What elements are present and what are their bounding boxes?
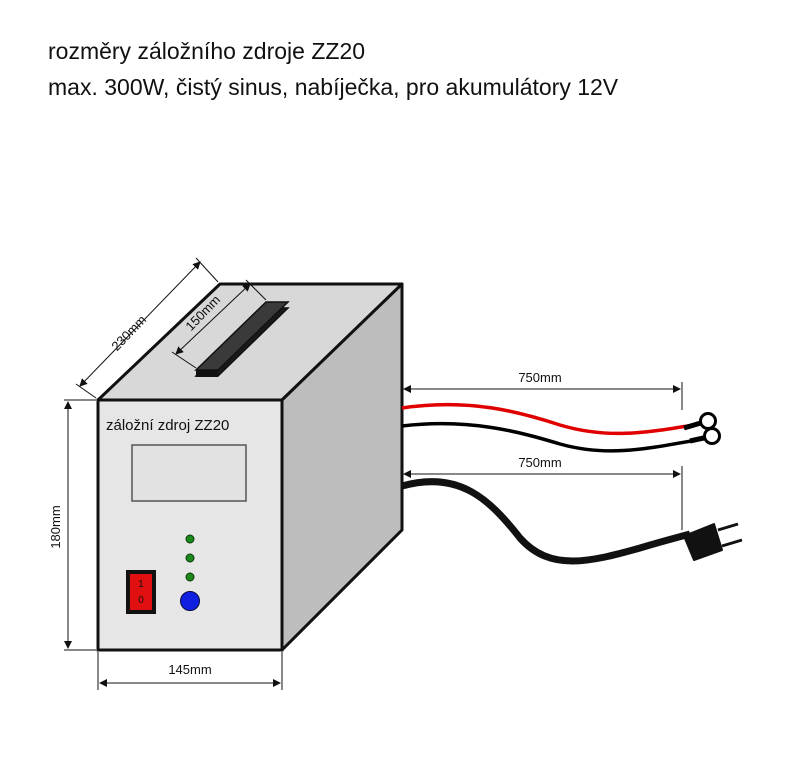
positive-wire [401, 402, 701, 436]
width-label: 145mm [168, 662, 211, 677]
title-prefix: rozměry záložního zdroje [48, 38, 312, 64]
height-label: 180mm [48, 505, 63, 548]
handle-front-edge [196, 370, 218, 377]
led-1 [185, 534, 195, 544]
battery-cable-label: 750mm [518, 370, 561, 385]
ring-terminal-2 [703, 427, 721, 445]
depth-ext-2 [195, 257, 219, 283]
led-3 [185, 572, 195, 582]
negative-wire [401, 421, 709, 453]
led-2 [185, 553, 195, 563]
front-label: záložní zdroj ZZ20 [106, 417, 229, 434]
switch-off-label: 0 [138, 595, 144, 606]
handle-dim-line [175, 283, 251, 355]
power-cable-label: 750mm [518, 455, 561, 470]
title-model: ZZ20 [311, 38, 366, 64]
box-front-face [96, 398, 284, 652]
depth-ext-1 [75, 383, 97, 399]
power-button[interactable] [180, 591, 200, 611]
power-cable [401, 478, 691, 565]
display-window [131, 444, 247, 502]
plug-pin-2 [721, 538, 743, 548]
switch-on-label: 1 [138, 579, 144, 590]
title-line-1: rozměry záložního zdroje ZZ20 [48, 38, 365, 65]
title-line-2: max. 300W, čistý sinus, nabíječka, pro a… [48, 74, 619, 100]
rocker-switch-face [130, 574, 152, 610]
depth-dim-line [79, 261, 201, 387]
ring-terminal-1 [699, 412, 717, 430]
plug-body [683, 523, 723, 561]
plug-pin-1 [717, 522, 739, 532]
depth-label: 230mm [108, 312, 149, 354]
